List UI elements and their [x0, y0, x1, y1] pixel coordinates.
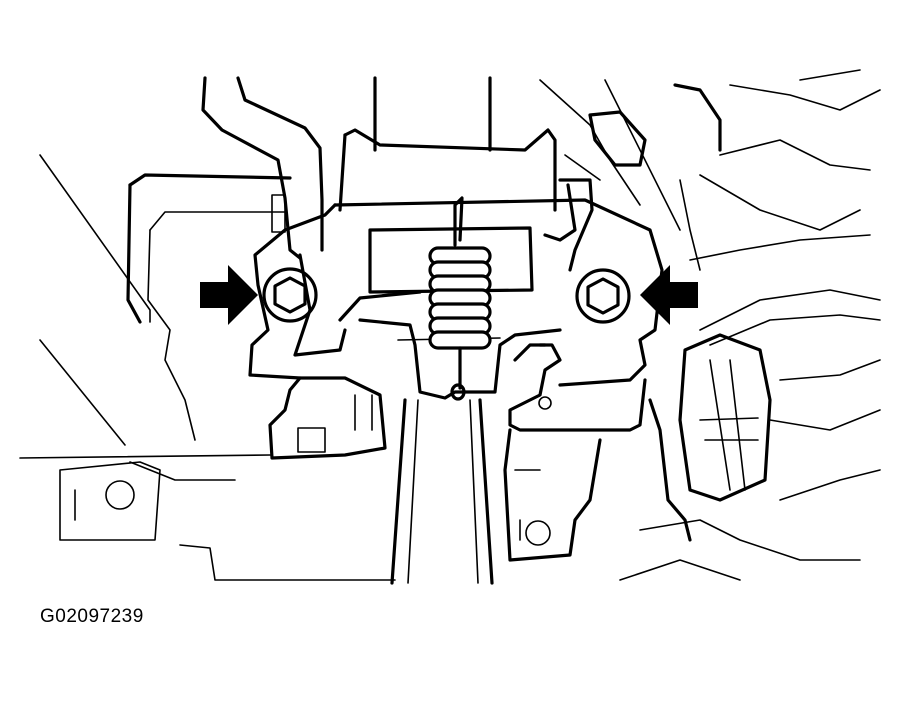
- upper-pedal-arm: [201, 76, 492, 260]
- lower-right-bracket: [503, 428, 602, 562]
- mounting-bracket: [248, 128, 664, 432]
- left-bolt: [262, 267, 318, 323]
- arrow-left-icon: [640, 265, 698, 325]
- lower-pedal-lever: [390, 398, 494, 585]
- coil-spring: [428, 196, 492, 401]
- wiring-harness: [539, 69, 881, 581]
- lower-left-tab: [268, 376, 387, 460]
- left-housing: [19, 154, 396, 581]
- arrow-right-icon: [200, 265, 258, 325]
- bracket-removal-diagram: [19, 69, 881, 585]
- right-bolt: [575, 268, 631, 324]
- figure-id-label: G02097239: [40, 606, 144, 627]
